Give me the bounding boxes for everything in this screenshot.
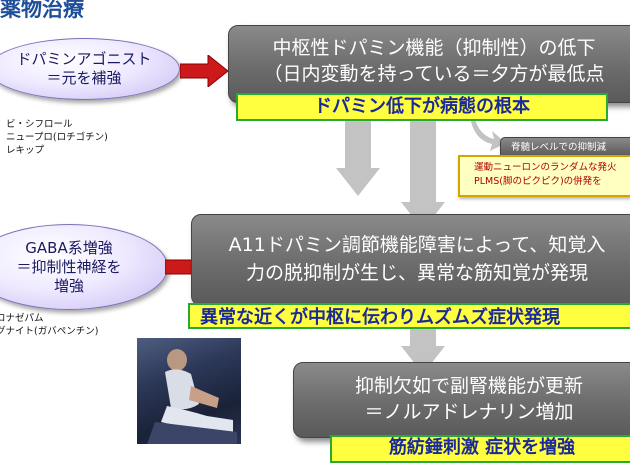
drug-item: ニュープロ(ロチゴチン) (6, 132, 108, 143)
box-central-dopamine: 中枢性ドパミン機能（抑制性）の低下 （日内変動を持っている＝夕方が最低点 (228, 25, 630, 103)
down-arrow-icon (345, 112, 371, 168)
note-line: PLMS(脚のピクピク)の併発を (474, 176, 602, 187)
ellipse-line: ＝抑制性神経を (16, 257, 122, 276)
box-line: A11ドパミン調節機能障害によって、知覚入 (228, 234, 606, 256)
ellipse-line: ドパミンアゴニスト (16, 50, 152, 68)
note-line: 運動ニューロンのランダムな発火 (474, 162, 617, 173)
note-motor-neuron: 運動ニューロンのランダムな発火 PLMS(脚のピクピク)の併発を (458, 155, 630, 197)
box-a11-dopamine: A11ドパミン調節機能障害によって、知覚入 力の脱抑制が生じ、異常な筋知覚が発現 (191, 214, 630, 306)
box-line: ＝ノルアドレナリン増加 (364, 401, 574, 423)
drug-item: グナイト(ガバペンチン) (0, 326, 99, 337)
ellipse-dopamine-agonist: ドパミンアゴニスト ＝元を補強 (0, 38, 180, 100)
drug-item: レキップ (6, 145, 45, 156)
person-sitting-icon (147, 349, 237, 444)
down-arrow-icon (410, 112, 436, 202)
ellipse-gaba: GABA系増強 ＝抑制性神経を 増強 (0, 224, 168, 310)
box-line: 脊髄レベルでの抑制減 (511, 142, 607, 153)
page-title: 薬物治療 (0, 0, 84, 21)
box-adrenal: 抑制欠如で副腎機能が更新 ＝ノルアドレナリン増加 (293, 362, 630, 438)
ellipse-line: GABA系増強 (25, 238, 113, 257)
ellipse-line: 増強 (53, 276, 84, 295)
box-line: 力の脱抑制が生じ、異常な筋知覚が発現 (245, 262, 588, 284)
drug-list-dopamine: ビ・シフロール ニュープロ(ロチゴチン) レキップ (6, 118, 108, 157)
down-arrow-icon (410, 326, 436, 346)
highlight-dopamine-root: ドパミン低下が病態の根本 (236, 93, 608, 121)
red-arrow-right-icon (180, 55, 228, 87)
box-line: 中枢性ドパミン機能（抑制性）の低下 (272, 37, 596, 59)
highlight-abnormal-perception: 異常な近くが中枢に伝わりムズムズ症状発現 (188, 303, 630, 329)
drug-list-gaba: ロナゼパム グナイト(ガバペンチン) (0, 312, 98, 338)
ellipse-line: ＝元を補強 (46, 69, 122, 87)
drug-item: ロナゼパム (0, 313, 44, 324)
box-line: 抑制欠如で副腎機能が更新 (354, 375, 583, 397)
box-line: （日内変動を持っている＝夕方が最低点 (263, 63, 605, 85)
curved-arrow-icon (470, 115, 506, 151)
patient-photo (137, 338, 241, 444)
highlight-spindle: 筋紡錘刺激 症状を増強 (330, 435, 630, 463)
drug-item: ビ・シフロール (6, 119, 73, 130)
